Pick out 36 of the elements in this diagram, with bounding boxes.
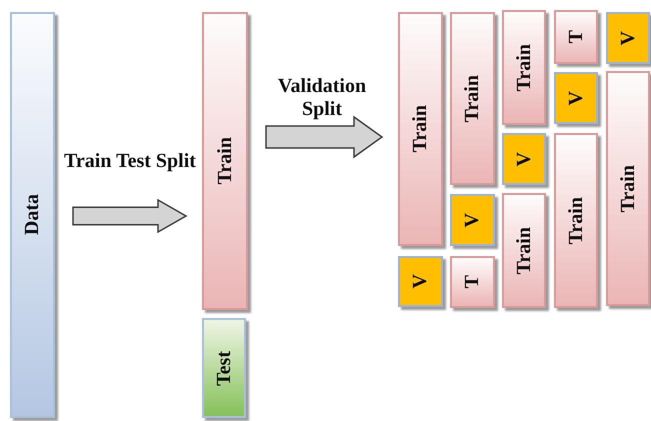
edge-label: Validation Split [276, 75, 368, 121]
test-segment [202, 318, 246, 418]
block-arrow [265, 116, 384, 158]
train-segment [450, 256, 495, 308]
train-segment [202, 12, 248, 310]
validation-segment [554, 72, 598, 124]
segment-label: T [564, 30, 588, 44]
segment-label: V [564, 90, 588, 106]
validation-segment [450, 194, 495, 246]
segment-label: Data [21, 194, 44, 236]
train-segment [554, 133, 598, 308]
segment-label: V [461, 212, 484, 228]
segment-label: Test [212, 350, 236, 386]
validation-segment [606, 12, 650, 64]
segment-label: V [409, 274, 432, 289]
train-segment [606, 71, 650, 306]
edge-label: Train Test Split [63, 150, 197, 173]
segment-label: Train [616, 164, 640, 212]
segment-label: Train [512, 44, 536, 92]
segment-label: V [616, 30, 640, 46]
segment-label: Train [409, 105, 432, 153]
train-segment [398, 12, 443, 246]
train-segment [450, 12, 495, 185]
data-bar [10, 12, 55, 418]
segment-label: Train [564, 196, 588, 244]
block-arrow [72, 198, 188, 234]
segment-label: Train [461, 74, 484, 122]
segment-label: Train [512, 226, 536, 274]
segment-label: Train [214, 137, 236, 185]
segment-label: T [461, 275, 484, 289]
train-segment [554, 10, 598, 64]
segment-label: V [512, 152, 536, 166]
train-segment [502, 193, 546, 308]
validation-segment [502, 133, 546, 185]
validation-segment [398, 256, 443, 307]
train-segment [502, 10, 546, 125]
